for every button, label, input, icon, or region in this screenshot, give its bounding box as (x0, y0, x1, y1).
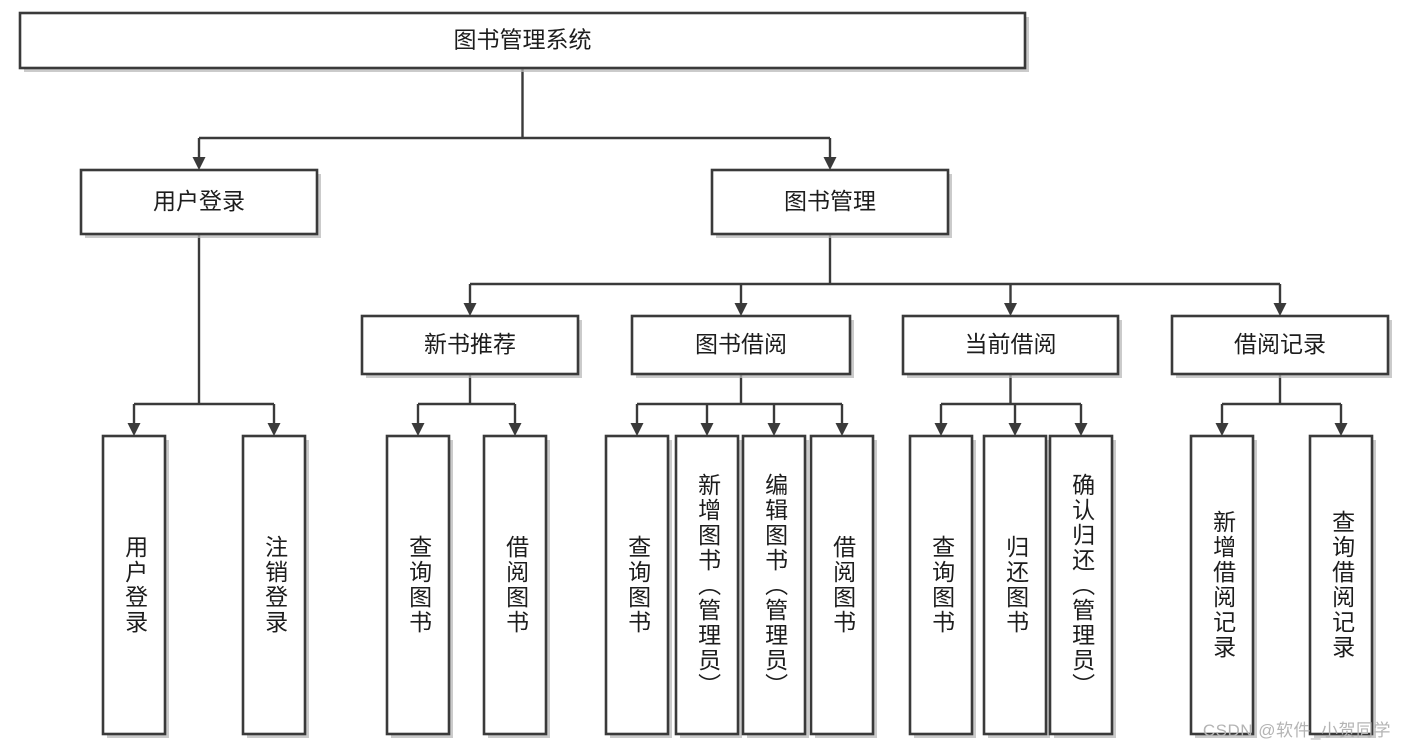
node-leaf-query-book-cb[interactable] (908, 434, 976, 738)
node-rect[interactable] (630, 314, 852, 376)
edge-group-new-book-rec (411, 374, 522, 436)
edge-group-user-login (127, 234, 281, 436)
connectors-layer (127, 68, 1348, 436)
node-leaf-query-record[interactable] (1308, 434, 1376, 738)
node-rect[interactable] (482, 434, 548, 736)
node-rect[interactable] (241, 434, 307, 736)
node-rect[interactable] (674, 434, 740, 736)
node-root[interactable] (18, 11, 1029, 72)
node-label: 用户登录 (153, 188, 245, 214)
arrow-head (192, 157, 206, 170)
node-leaf-confirm-return[interactable] (1048, 434, 1116, 738)
arrow-head (934, 423, 948, 436)
edge-group-book-manage (463, 234, 1287, 316)
node-borrow-record[interactable] (1170, 314, 1392, 378)
node-rect[interactable] (908, 434, 974, 736)
arrow-head (411, 423, 425, 436)
edge-group-root (192, 68, 837, 170)
arrow-head (1215, 423, 1229, 436)
arrow-head (1273, 303, 1287, 316)
node-rect[interactable] (710, 168, 950, 236)
edge-group-book-borrow (630, 374, 849, 436)
node-label: 图书管理 (784, 188, 876, 214)
arrow-head (630, 423, 644, 436)
node-new-book-rec[interactable] (360, 314, 582, 378)
node-label: 当前借阅 (965, 331, 1057, 357)
node-leaf-add-record[interactable] (1189, 434, 1257, 738)
arrow-head (267, 423, 281, 436)
node-label: 图书借阅 (695, 331, 787, 357)
edge-group-current-borrow (934, 374, 1088, 436)
node-leaf-return-book[interactable] (982, 434, 1050, 738)
node-leaf-borrow-book-rec[interactable] (482, 434, 550, 738)
edge-group-borrow-record (1215, 374, 1348, 436)
node-rect[interactable] (79, 168, 319, 236)
node-rect[interactable] (1170, 314, 1390, 376)
arrow-head (835, 423, 849, 436)
arrow-head (734, 303, 748, 316)
node-leaf-user-login[interactable] (101, 434, 169, 738)
node-leaf-add-book[interactable] (674, 434, 742, 738)
node-rect[interactable] (1189, 434, 1255, 736)
arrow-head (127, 423, 141, 436)
arrow-head (508, 423, 522, 436)
node-user-login[interactable] (79, 168, 321, 238)
node-leaf-borrow-book-bb[interactable] (809, 434, 877, 738)
arrow-head (1074, 423, 1088, 436)
arrow-head (1004, 303, 1017, 316)
node-leaf-query-book-rec[interactable] (385, 434, 453, 738)
node-boxes-layer (18, 11, 1392, 738)
arrow-head (463, 303, 477, 316)
arrow-head (1008, 423, 1022, 436)
node-rect[interactable] (18, 11, 1027, 70)
node-rect[interactable] (741, 434, 807, 736)
node-book-borrow[interactable] (630, 314, 854, 378)
node-current-borrow[interactable] (901, 314, 1122, 378)
arrow-head (823, 157, 837, 170)
node-rect[interactable] (809, 434, 875, 736)
node-leaf-query-book-bb[interactable] (604, 434, 672, 738)
node-leaf-logout[interactable] (241, 434, 309, 738)
node-rect[interactable] (982, 434, 1048, 736)
node-rect[interactable] (604, 434, 670, 736)
node-label: 图书管理系统 (454, 27, 592, 53)
node-rect[interactable] (101, 434, 167, 736)
node-rect[interactable] (385, 434, 451, 736)
arrow-head (767, 423, 781, 436)
node-rect[interactable] (1048, 434, 1114, 736)
arrow-head (1334, 423, 1348, 436)
node-rect[interactable] (1308, 434, 1374, 736)
arrow-head (700, 423, 714, 436)
node-book-manage[interactable] (710, 168, 952, 238)
node-rect[interactable] (360, 314, 580, 376)
node-leaf-edit-book[interactable] (741, 434, 809, 738)
node-label: 新书推荐 (424, 331, 516, 357)
node-label: 借阅记录 (1234, 331, 1326, 357)
node-rect[interactable] (901, 314, 1120, 376)
